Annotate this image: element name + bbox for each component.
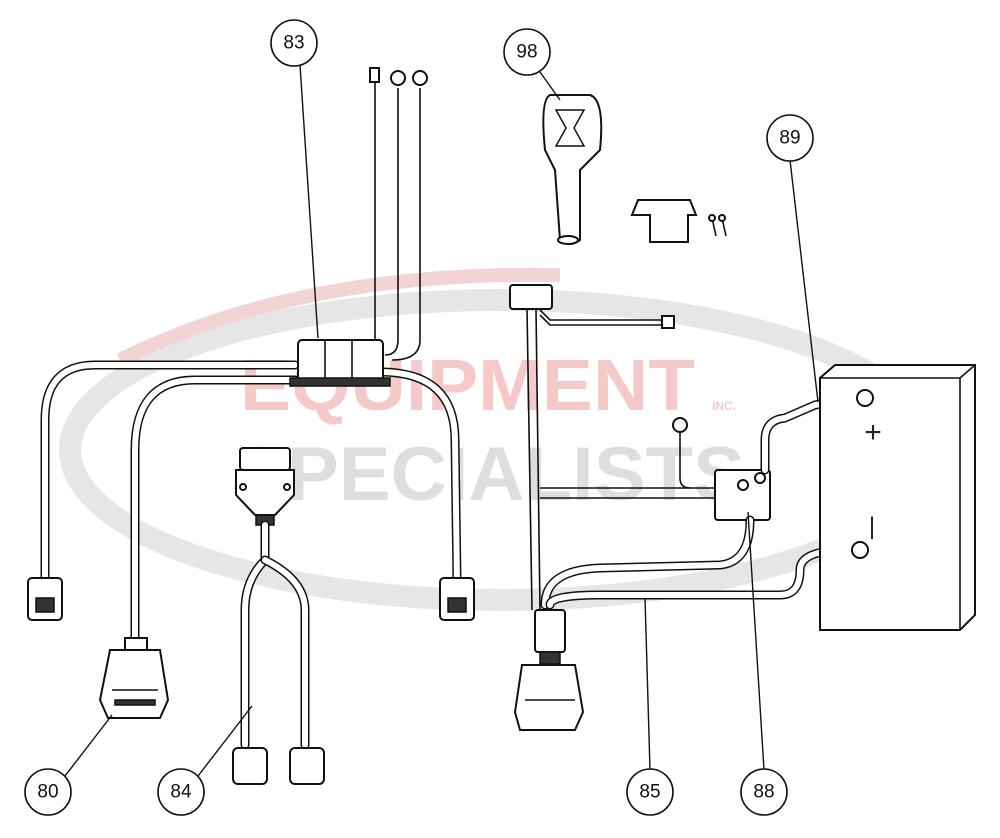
plug-80 [98,637,170,719]
watermark-logo: EQUIPMENT INC. SPECIALISTS [59,267,941,611]
svg-text:98: 98 [516,42,537,63]
svg-text:89: 89 [779,128,800,149]
svg-text:85: 85 [639,782,660,803]
remote-98 [542,94,603,245]
callout-80: 80 [24,768,72,816]
callout-98: 98 [503,28,551,76]
mount-bracket [630,199,727,243]
watermark-suffix: INC. [712,399,736,413]
battery: + | [819,364,976,631]
svg-text:80: 80 [37,782,58,803]
leader-lines [64,64,819,777]
svg-text:88: 88 [753,782,774,803]
callout-84: 84 [157,768,205,816]
watermark-line2: SPECIALISTS [235,432,745,517]
callout-88: 88 [740,768,788,816]
negative-terminal-sign: | [869,513,875,540]
callout-89: 89 [766,114,814,162]
svg-text:83: 83 [283,33,304,54]
positive-terminal-sign: + [864,416,882,449]
control-module [297,339,384,383]
svg-text:84: 84 [170,782,192,803]
callout-85: 85 [626,768,674,816]
harness-85 [509,284,860,731]
callout-83: 83 [270,19,318,67]
harness-83 [27,67,475,645]
y-harness-84 [232,447,325,785]
